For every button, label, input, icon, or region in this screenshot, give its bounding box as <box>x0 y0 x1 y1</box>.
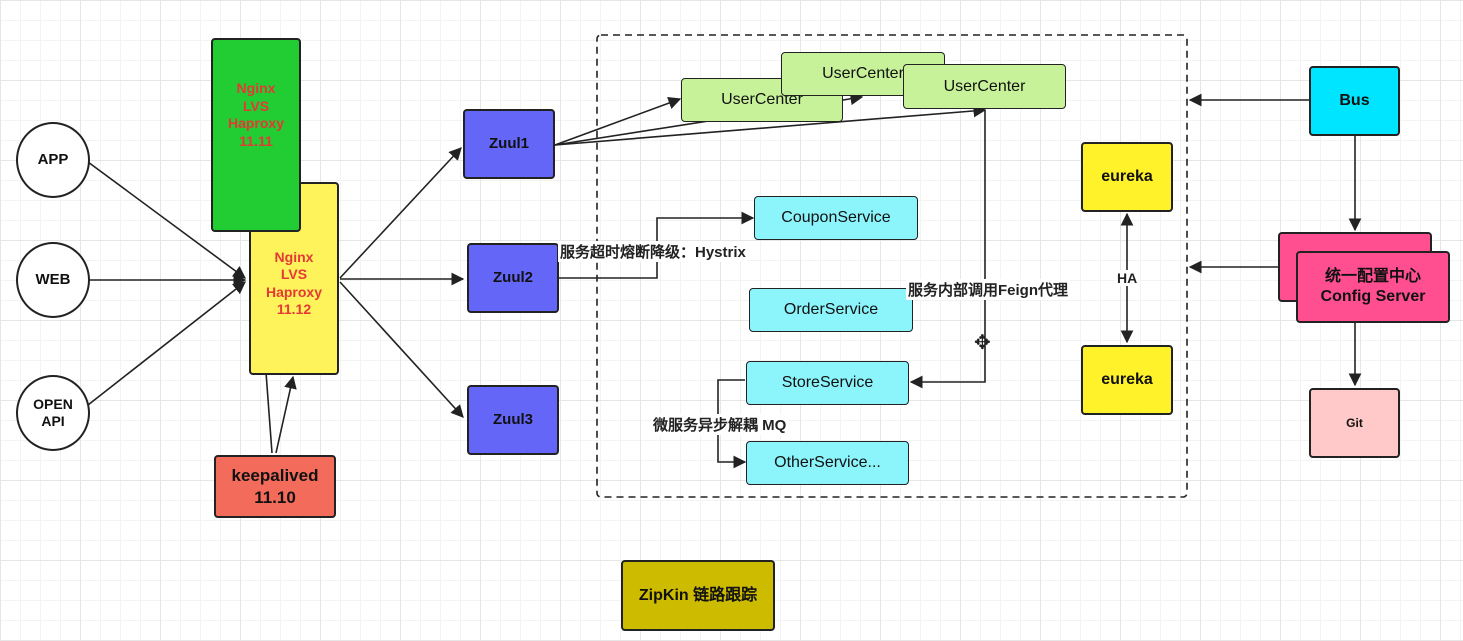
move-cursor-icon: ✥ <box>974 332 991 354</box>
edge-keepalived-backup <box>275 375 297 454</box>
feign-annotation: 服务内部调用Feign代理 <box>906 279 1070 300</box>
gateway-zuul1: Zuul1 <box>463 109 555 179</box>
edge-zuul1-uc1 <box>554 96 682 146</box>
edge-openapi-proxy <box>87 281 247 406</box>
gateway-zuul3: Zuul3 <box>467 385 559 455</box>
hystrix-annotation: 服务超时熔断降级：Hystrix <box>558 241 748 262</box>
proxy-primary: Nginx LVS Haproxy 11.11 <box>211 38 301 232</box>
edge-proxy-zuul3 <box>339 281 464 418</box>
service-cluster-boundary <box>596 34 1188 498</box>
edge-zuul1-uc3 <box>554 104 987 146</box>
bus-node: Bus <box>1309 66 1400 136</box>
client-web: WEB <box>16 242 90 318</box>
ha-label: HA <box>1115 270 1140 286</box>
store-service-node: StoreService <box>746 361 909 405</box>
edge-feign-store <box>909 110 986 389</box>
eureka-node-bottom: eureka <box>1081 345 1173 415</box>
zipkin-node: ZipKin 链路跟踪 <box>621 560 775 631</box>
edge-proxy-zuul1 <box>339 147 462 279</box>
usercenter-node-3: UserCenter <box>903 64 1066 109</box>
coupon-service-node: CouponService <box>754 196 918 240</box>
mq-annotation: 微服务异步解耦 MQ <box>651 414 789 435</box>
edge-app-proxy <box>87 161 247 279</box>
config-server-node: 统一配置中心 Config Server <box>1296 251 1450 323</box>
eureka-node-top: eureka <box>1081 142 1173 212</box>
client-app: APP <box>16 122 90 198</box>
git-node: Git <box>1309 388 1400 458</box>
gateway-zuul2: Zuul2 <box>467 243 559 313</box>
keepalived-node: keepalived 11.10 <box>214 455 336 518</box>
client-openapi: OPEN API <box>16 375 90 451</box>
other-service-node: OtherService... <box>746 441 909 485</box>
order-service-node: OrderService <box>749 288 913 332</box>
